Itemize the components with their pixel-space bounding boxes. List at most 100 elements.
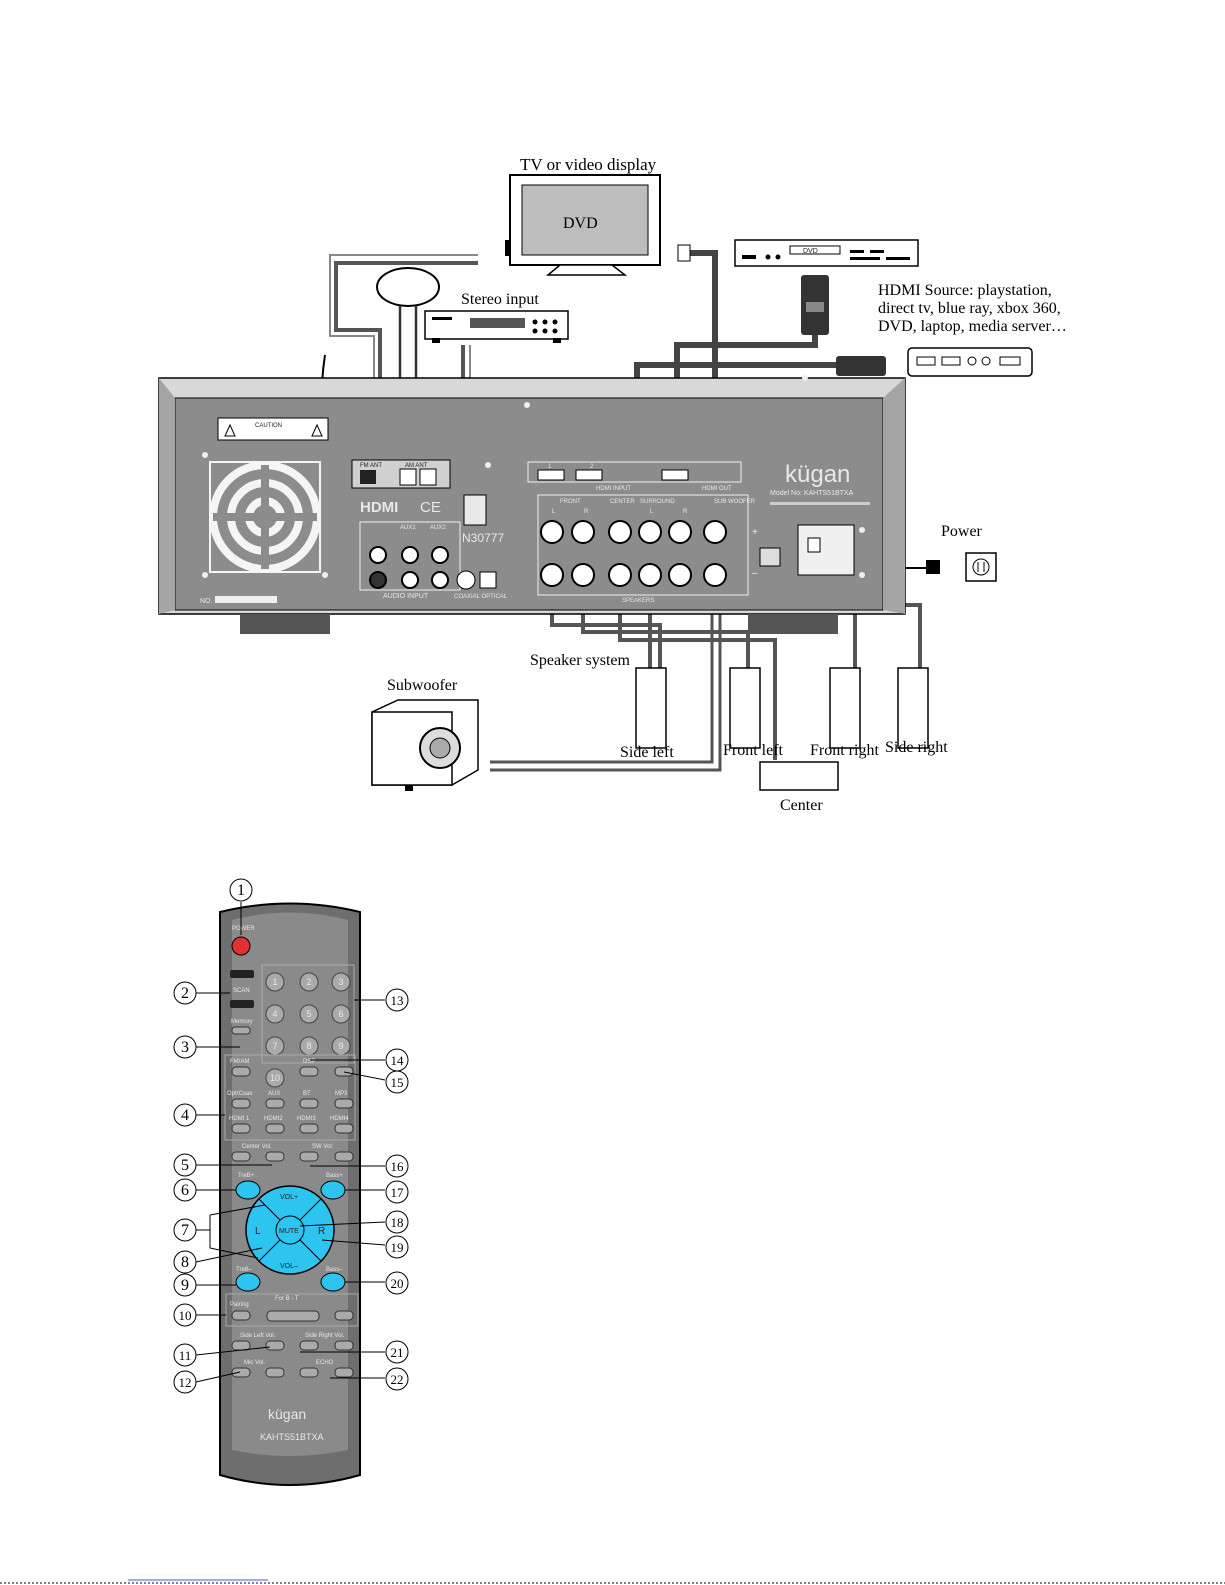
speakers [635,667,929,791]
callout-17: 17 [391,1185,405,1200]
callout-15: 15 [391,1075,404,1090]
vol-minus-label: VOL– [280,1263,298,1270]
aux-label: AUX [268,1091,280,1097]
treb-minus-button[interactable] [235,1272,261,1292]
mic-vol-down[interactable] [231,1367,251,1378]
hdmi1-button[interactable] [231,1123,251,1134]
digit-5: 5 [306,1009,311,1019]
receiver-back-panel: CAUTION NO. FM ANT AM ANT HDMI CE N30777… [158,375,906,634]
media-device [907,347,1033,377]
callout-4: 4 [181,1107,189,1124]
dvd-player: DVD [734,239,919,267]
callout-10: 10 [179,1308,192,1323]
side-left-vol-up[interactable] [265,1340,285,1351]
callout-5: 5 [181,1157,189,1174]
receiver-brand: kügan [785,461,850,488]
callout-13: 13 [391,993,404,1008]
hdmi-source-line2: direct tv, blue ray, xbox 360, [878,300,1061,317]
subwoofer: Subwoofer [371,677,479,791]
echo-label: ECHO [316,1360,334,1366]
memory-button[interactable] [231,1026,251,1035]
aux2-label: AUX2 [430,525,446,531]
bt-button[interactable] [299,1098,319,1109]
treb-plus-button[interactable] [235,1180,261,1200]
aux-button[interactable] [265,1098,285,1109]
echo-up[interactable] [334,1367,354,1378]
surround-l-label: L [650,509,654,515]
sw-vol-label: SW Vol. [312,1144,334,1150]
side-right-vol-up[interactable] [334,1340,354,1351]
center-vol-up[interactable] [265,1151,285,1162]
tv-display: TV or video display DVD [505,155,661,276]
center-vol-down[interactable] [231,1151,251,1162]
sub-woofer-label: SUB WOOFER [714,499,756,505]
remote-power-button[interactable] [231,936,251,956]
bt-label: BT [303,1091,311,1097]
pairing-label: Pairing [230,1302,249,1308]
digit-4: 4 [272,1009,277,1019]
fm-am-button[interactable] [231,1066,251,1077]
pairing-button[interactable] [231,1310,251,1321]
center-terminal-label: CENTER [610,499,635,505]
bass-plus-button[interactable] [320,1180,346,1200]
ce-mark: CE [420,499,441,516]
mute-button[interactable] [275,1215,305,1245]
bass-minus-button[interactable] [320,1272,346,1292]
tv-screen-label: DVD [563,215,598,232]
tv-label: TV or video display [520,155,657,174]
scan-down-button[interactable] [230,1000,254,1008]
scan-up-button[interactable] [230,970,254,978]
digit-10: 10 [270,1073,280,1083]
hdmi4-button[interactable] [334,1123,354,1134]
audio-input-label: AUDIO INPUT [383,593,429,600]
digit-8: 8 [306,1041,311,1051]
n-mark: N30777 [462,531,504,545]
hdmi3-button[interactable] [299,1123,319,1134]
dsp-label: DSP [303,1059,315,1065]
remote-model: KAHTS51BTXA [260,1432,324,1442]
side-left-vol-down[interactable] [231,1340,251,1351]
remote-power-label: POWER [232,926,255,932]
hdmi-input-1-label: 1 [548,464,552,470]
hdmi-input-label: HDMI INPUT [596,486,631,492]
side-left-label: Side left [620,744,674,761]
callout-21: 21 [391,1345,404,1360]
echo-down[interactable] [299,1367,319,1378]
hdmi-source-line1: HDMI Source: playstation, [878,282,1052,299]
for-bt-label: For B - T [275,1296,299,1302]
play-pause-button[interactable] [334,1310,354,1321]
button-15[interactable] [334,1066,354,1077]
callout-markers [173,878,409,1394]
hdmi2-button[interactable] [265,1123,285,1134]
track-skip-buttons[interactable] [266,1310,320,1322]
opt-coax-button[interactable] [231,1098,251,1109]
speakers-label: SPEAKERS [622,598,654,604]
scan-label: SCAN [233,988,250,994]
minus-label: – [752,568,758,579]
mute-label: MUTE [279,1228,299,1235]
memory-label: Memory [231,1019,253,1025]
remote-control: POWER SCAN Memory 1 2 3 4 5 6 7 8 9 10 [219,902,361,1486]
mp3-button[interactable] [334,1098,354,1109]
sw-vol-up[interactable] [334,1151,354,1162]
hdmi3-label: HDMI3 [297,1116,316,1122]
treb-plus-label: TreB+ [238,1173,255,1179]
callout-22: 22 [391,1372,404,1387]
power-label: Power [941,523,983,540]
digit-2: 2 [306,977,311,987]
mic-vol-up[interactable] [265,1367,285,1378]
receiver-model: Model No: KAHTS51BTXA [770,490,854,497]
coaxial-optical-label: COAXIAL OPTICAL [454,594,508,600]
opt-coax-label: Opt/Coax [227,1091,252,1097]
front-l-label: L [552,509,556,515]
callout-6: 6 [181,1182,189,1199]
sw-vol-down[interactable] [299,1151,319,1162]
dsp-button[interactable] [299,1066,319,1077]
hdmi4-label: HDMI4 [330,1116,349,1122]
digit-1: 1 [272,977,277,987]
digit-6: 6 [338,1009,343,1019]
plus-label: + [752,527,758,538]
bass-minus-label: Bass– [326,1267,343,1273]
side-right-vol-down[interactable] [299,1340,319,1351]
